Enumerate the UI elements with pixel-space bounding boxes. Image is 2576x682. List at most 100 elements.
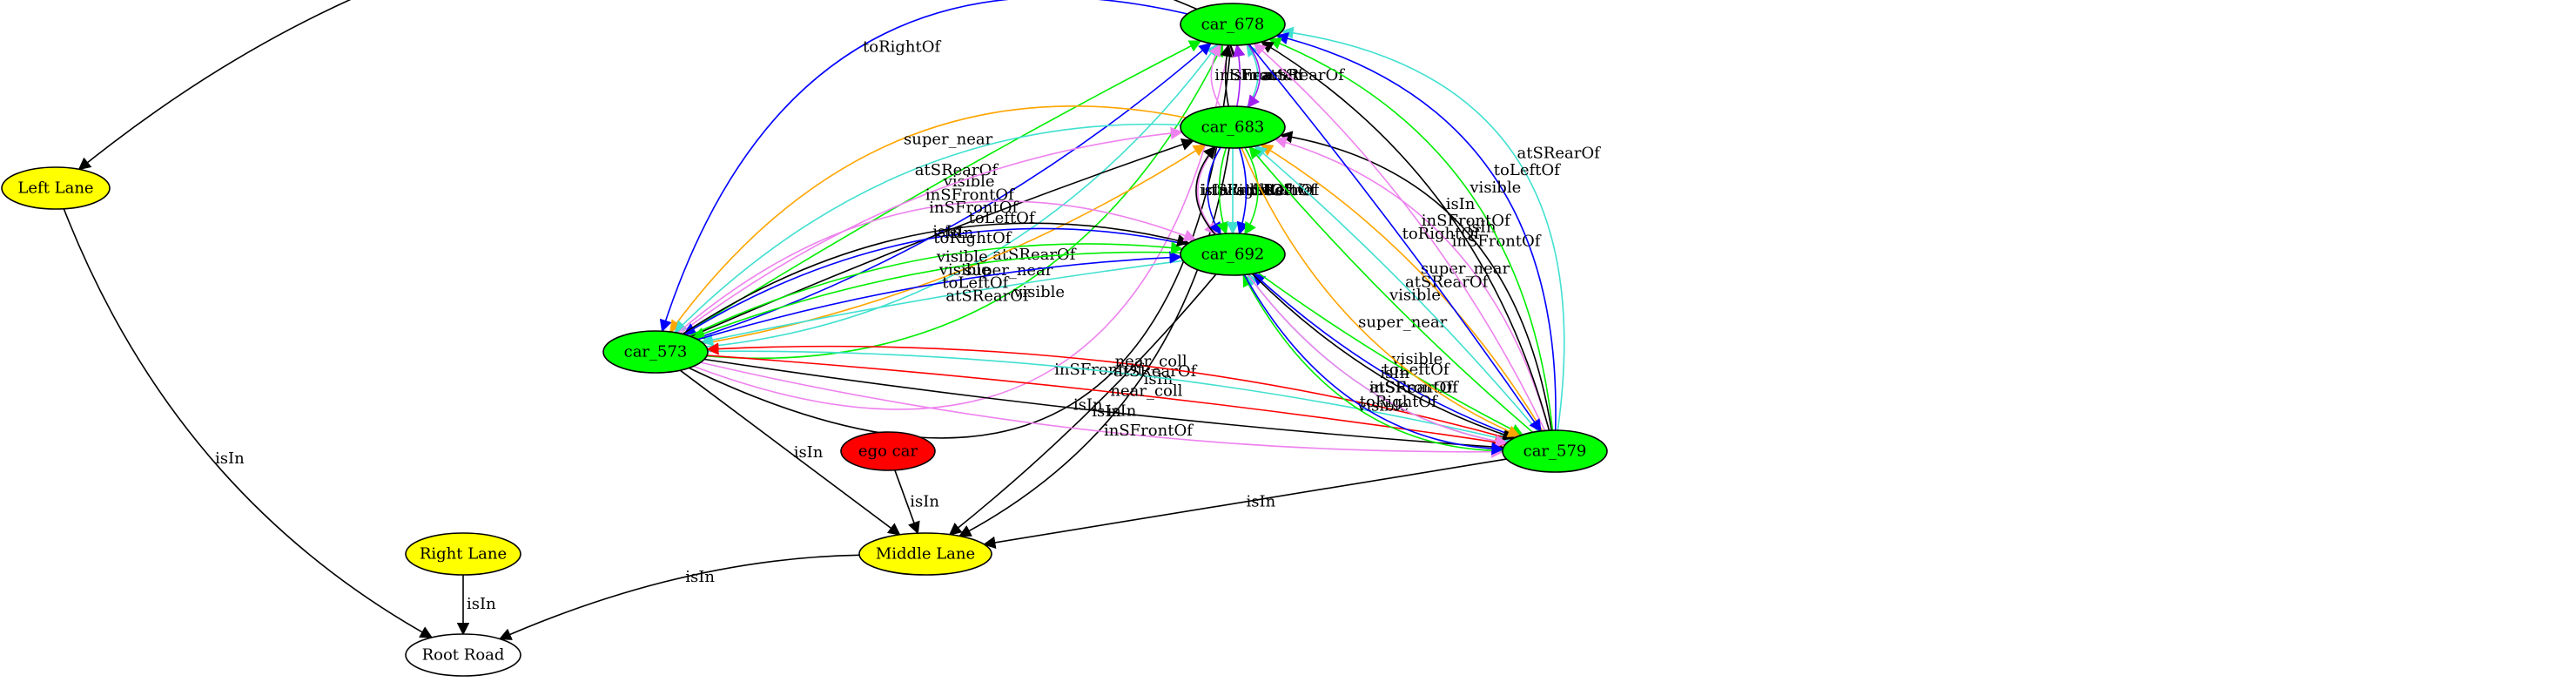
edge-middle_lane-root_road: isIn [498,554,860,640]
edge-label: atSRearOf [915,161,999,179]
edge-car_579-middle_lane: isIn [983,458,1507,550]
edge-line [1254,145,1539,432]
edge-label: isIn [1144,370,1174,388]
edge-car_573-car_678: visible [683,40,1202,335]
edge-label: atSRearOf [1113,362,1198,381]
edge-car_692-car_573: atSRearOf [700,260,1184,347]
edge-line [689,44,1236,439]
edge-line [703,358,1505,454]
edge-label: visible [1222,181,1275,199]
node-car-683: car_683 [1180,105,1286,149]
edges-layer: isInisInisInisInisInisInisInisInisInisIn… [63,0,1601,640]
edge-line [1233,44,1246,107]
edge-line [683,227,1187,335]
edge-line [707,350,1511,444]
edge-line [1257,272,1524,436]
edge-label: visible [1012,283,1065,301]
edge-line [1248,145,1534,433]
edge-label: near_coll [1115,353,1187,371]
edge-label: toLeftOf [1383,361,1450,379]
edge-car_579-car_692: toLeftOf [1252,273,1517,438]
edge-car_573-car_692: toLeftOf [697,251,1182,341]
edge-right_lane-root_road: isIn [456,575,496,636]
edge-label: visible [1469,179,1521,197]
edge-label: near [1263,66,1300,84]
edge-label: isIn [1247,493,1276,511]
edge-line [683,40,1202,335]
edge-line [77,0,1198,171]
edge-car_683-car_579: super_near [1241,147,1521,437]
edge-label: visible [938,260,991,279]
edge-label: visible [1390,350,1443,368]
edge-line [1260,41,1550,431]
edge-label: isIn [685,568,715,586]
node-label: car_683 [1201,118,1265,137]
edge-label: visible [943,172,995,191]
edge-label: isIn [794,443,824,462]
node-shape [405,532,521,576]
edge-car_579-car_678: isIn [1260,41,1550,431]
edge-line [1260,144,1544,432]
edge-car_683-car_573: super_near [669,105,1187,334]
node-label: Middle Lane [876,545,975,564]
edge-line [1216,147,1229,235]
edge-label: toRightOf [1402,225,1481,243]
node-label: car_678 [1201,16,1265,34]
edge-car_573-car_579: inSFrontOf [700,361,1504,458]
edge-label: inSFrontOf [1054,361,1144,379]
edge-line [690,138,1194,338]
edge-car_573-car_692: isIn [682,222,1190,335]
edge-label: inSFrontOf [925,186,1015,205]
edge-line [682,222,1190,335]
node-root-road: Root Road [405,633,521,677]
node-shape [1180,105,1286,149]
edge-line [679,126,1184,334]
edge-line [1248,44,1542,433]
edge-label: inSFrontOf [1422,212,1511,230]
edge-car_692-car_579: toRightOf [1243,274,1504,456]
edge-car_678-car_579: toRightOf [1248,44,1542,433]
edge-car_573-middle_lane: isIn [679,369,901,536]
edge-car_579-car_678: inSFrontOf [1253,42,1546,431]
edge-line [1251,273,1516,441]
node-ego-car: ego car [840,431,936,471]
edge-line [1252,273,1517,438]
edge-line [693,44,1234,410]
edge-line [1243,274,1504,456]
node-car-678: car_678 [1180,3,1286,46]
edge-car_692-car_573: visible [692,251,1181,340]
edge-label: isIn [1229,66,1259,84]
edge-car_573-car_692: visible [689,241,1184,337]
edge-car_573-car_683: super_near [703,144,1207,345]
edge-car_683-car_692: visible [1216,147,1275,235]
edge-line [894,469,920,535]
edge-line [1279,131,1552,431]
node-car-573: car_573 [602,330,709,374]
node-shape [1180,233,1286,276]
edge-line [1274,136,1550,431]
node-shape [840,431,936,471]
edge-car_692-car_579: inSFrontOf [1247,273,1509,448]
node-label: ego car [858,442,918,461]
edge-line [696,42,1212,340]
edge-line [676,200,1197,334]
node-label: Left Lane [17,179,93,198]
edge-label: super_near [1421,260,1510,278]
edge-line [706,342,1512,441]
edge-car_683-car_678: isIn [1220,44,1259,107]
node-shape [405,633,521,677]
node-car-579: car_579 [1502,429,1608,473]
node-shape [1180,3,1286,46]
node-left-lane: Left Lane [1,166,111,210]
edge-line [498,554,860,640]
edge-line [1268,37,1554,431]
edge-line [1247,273,1509,448]
edge-label: super_near [1358,314,1448,332]
node-shape [602,330,709,374]
edge-line [63,208,434,638]
node-shape [1502,429,1608,473]
edge-car_579-car_573: near_coll [706,342,1512,441]
edge-label: inSFrontOf [1369,378,1459,396]
edge-line [983,458,1507,550]
